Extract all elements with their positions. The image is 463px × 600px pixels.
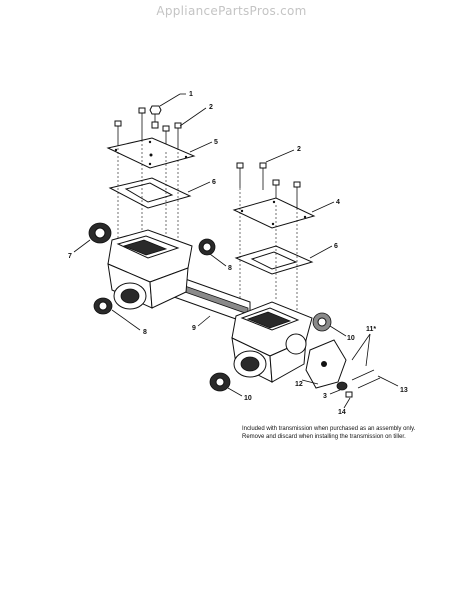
callout-1: 1 <box>189 91 193 98</box>
bearing-10-lower <box>209 372 231 392</box>
bearing-8-upper <box>198 238 216 256</box>
callout-6b: 6 <box>334 243 338 250</box>
transmission-housing <box>107 229 313 383</box>
callout-8b: 8 <box>143 329 147 336</box>
left-screws <box>114 105 182 152</box>
seal-7 <box>88 222 112 244</box>
callout-2b: 2 <box>297 146 301 153</box>
assembly-note-line-2: Remove and discard when installing the t… <box>242 434 406 440</box>
end-cover-12 <box>305 339 347 389</box>
callout-10b: 10 <box>244 395 252 402</box>
callout-13: 13 <box>400 387 408 394</box>
right-screws <box>236 162 301 208</box>
bearing-8-lower <box>93 297 113 315</box>
callout-5: 5 <box>214 139 218 146</box>
callout-4: 4 <box>336 199 340 206</box>
bearing-10-right <box>312 312 332 332</box>
callout-12: 12 <box>295 381 303 388</box>
callout-9: 9 <box>192 325 196 332</box>
callout-14: 14 <box>338 409 346 416</box>
callout-11: 11* <box>366 326 376 333</box>
assembly-note: Included with transmission when purchase… <box>242 425 457 441</box>
leader-lines <box>73 93 399 409</box>
callout-labels: 1 2 5 6 2 4 6 7 8 8 9 10 11* 10 12 3 13 … <box>68 91 408 416</box>
callout-3: 3 <box>323 393 327 400</box>
callout-2a: 2 <box>209 104 213 111</box>
screws-13 <box>351 369 381 389</box>
callout-10a: 10 <box>347 335 355 342</box>
right-gasket <box>234 245 314 275</box>
left-cover-plate <box>106 137 196 169</box>
site-watermark: AppliancePartsPros.com <box>156 4 307 18</box>
callout-7: 7 <box>68 253 72 260</box>
assembly-note-line-1: Included with transmission when purchase… <box>242 426 416 432</box>
right-cover-plate <box>232 197 316 229</box>
callout-8a: 8 <box>228 265 232 272</box>
callout-6a: 6 <box>212 179 216 186</box>
nut-14 <box>345 391 353 398</box>
washer-3 <box>336 381 348 391</box>
